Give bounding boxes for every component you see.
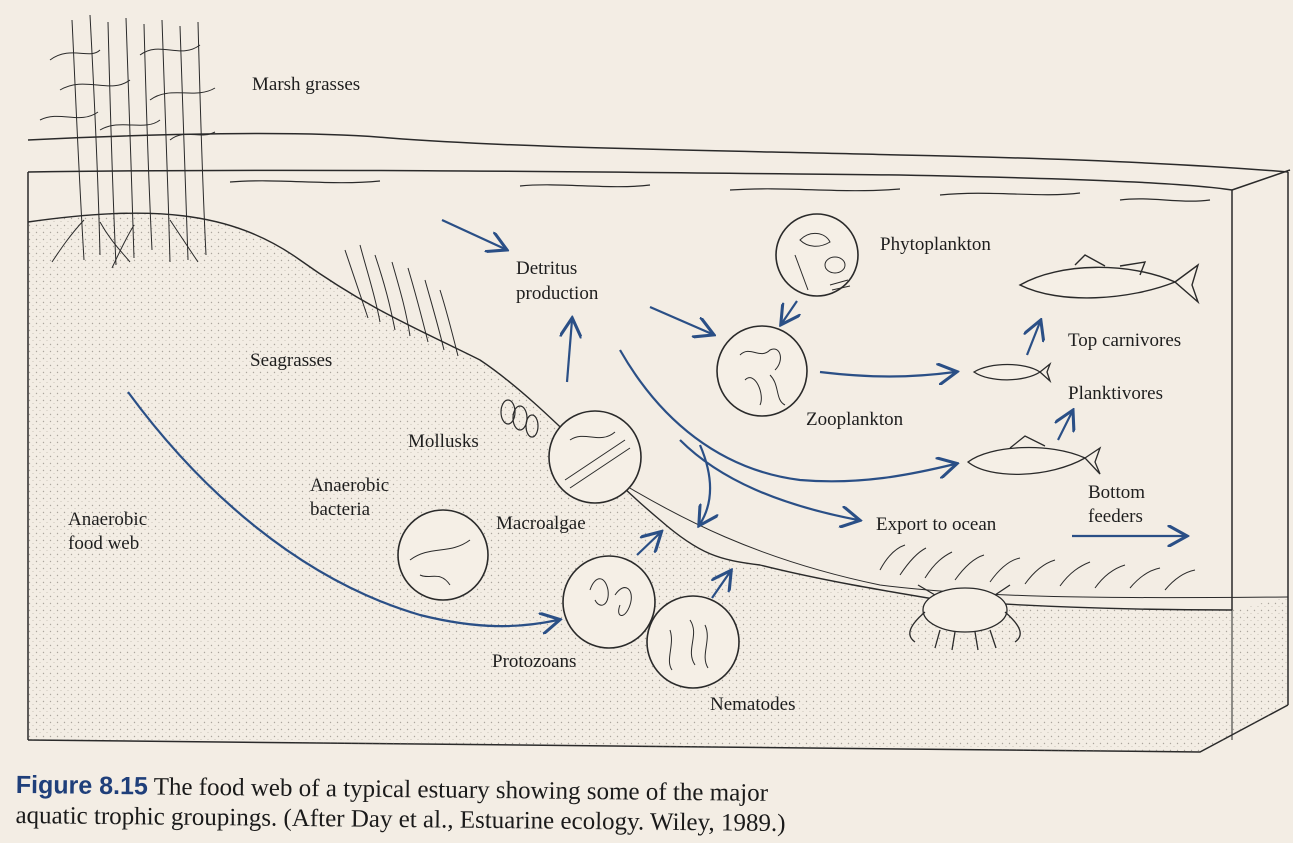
label-protozoans: Protozoans: [492, 650, 576, 674]
label-nematodes: Nematodes: [710, 693, 795, 717]
label-bottom-feeders-line1: Bottom: [1088, 481, 1145, 505]
right-top-edge: [1232, 170, 1290, 190]
label-phytoplankton: Phytoplankton: [880, 233, 991, 257]
label-top-carnivores: Top carnivores: [1068, 329, 1181, 353]
label-macroalgae: Macroalgae: [496, 512, 586, 536]
arrow-planktivore-to-top: [1027, 322, 1040, 355]
label-planktivores: Planktivores: [1068, 382, 1163, 406]
label-seagrasses: Seagrasses: [250, 349, 332, 373]
arrow-marsh-to-detritus: [442, 220, 505, 249]
arrow-zooplankton-to-planktivore: [820, 372, 955, 377]
figure-caption: Figure 8.15 The food web of a typical es…: [15, 770, 1076, 842]
bottom-feeder-fish: [968, 436, 1100, 474]
label-mollusks: Mollusks: [408, 430, 479, 454]
caption-text-1: The food web of a typical estuary showin…: [154, 773, 769, 806]
label-bottom-feeders-line2: feeders: [1088, 505, 1143, 529]
back-water-edge: [28, 134, 1288, 172]
bottom-grass-drawing: [880, 545, 1195, 590]
arrow-phyto-to-zooplankton: [782, 301, 797, 323]
zooplankton-circle: [717, 326, 807, 416]
figure-number: Figure 8.15: [16, 771, 148, 800]
protozoans-circle: [563, 556, 655, 648]
label-detritus-line2: production: [516, 282, 598, 306]
label-detritus-line1: Detritus: [516, 257, 577, 281]
label-export-to-ocean: Export to ocean: [876, 513, 996, 537]
phytoplankton-circle: [776, 214, 858, 296]
label-zooplankton: Zooplankton: [806, 408, 903, 432]
label-marsh-grasses: Marsh grasses: [252, 73, 360, 97]
anaerobic-bacteria-circle: [398, 510, 488, 600]
arrow-bottom-to-planktivores: [1058, 412, 1072, 440]
arrow-macroalgae-to-detritus: [567, 320, 572, 382]
label-anaerobic-food-web-line2: food web: [68, 532, 139, 556]
planktivore-fish: [974, 364, 1050, 381]
label-anaerobic-food-web-line1: Anaerobic: [68, 508, 147, 532]
macroalgae-circle: [549, 411, 641, 503]
label-anaerobic-bacteria-line2: bacteria: [310, 498, 370, 522]
water-ripples: [230, 181, 1210, 201]
arrow-detritus-to-macroalgae: [700, 445, 710, 524]
top-carnivore-fish: [1020, 255, 1198, 302]
front-top-edge: [28, 170, 1232, 190]
arrow-detritus-to-zooplankton: [650, 307, 712, 334]
label-anaerobic-bacteria-line1: Anaerobic: [310, 474, 389, 498]
